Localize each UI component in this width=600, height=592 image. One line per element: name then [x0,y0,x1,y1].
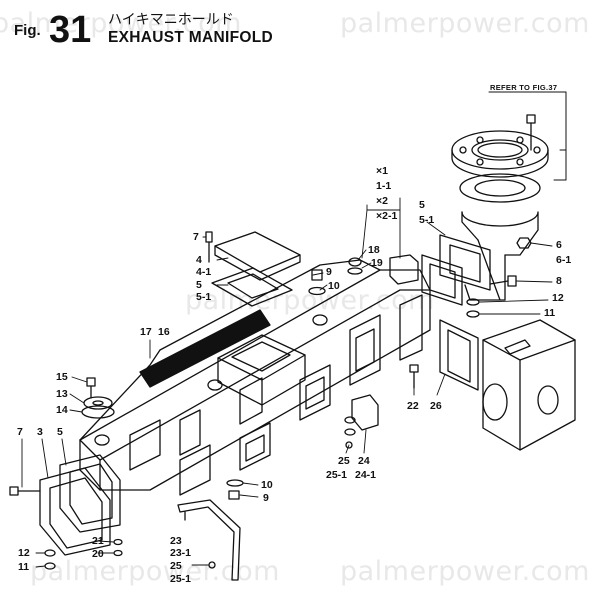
callout-x1: ×1 [376,165,388,177]
callout-22: 22 [407,400,419,412]
callout-6: 6 [556,239,562,251]
callout-24: 24 [358,455,370,467]
callout-18: 18 [368,244,380,256]
callout-5-right: 5 [419,199,425,211]
outlet-elbow [451,130,549,301]
refer-note: REFER TO FIG.37 [490,83,558,92]
figure-prefix: Fig. [14,22,41,39]
callout-x2-1: ×2-1 [376,210,398,222]
watermark-top-right: palmerpower.com [340,8,590,39]
manifold-body [79,254,431,496]
callout-13: 13 [56,388,68,400]
callout-23-1: 23-1 [170,547,192,559]
callout-8: 8 [556,275,562,287]
callout-20: 20 [92,548,104,560]
callout-15: 15 [56,371,68,383]
callout-12-right: 12 [552,292,564,304]
callout-9-bottom: 9 [263,492,269,504]
callout-11-left: 11 [18,561,30,573]
callout-26: 26 [430,400,442,412]
title-japanese: ハイキマニホールド [108,11,234,27]
callout-23: 23 [170,535,182,547]
figure-number: 31 [49,9,92,51]
watermark-top-left: palmerpower.com [0,8,242,39]
callout-25-bottom: 25 [170,560,182,572]
callout-x2: ×2 [376,195,388,207]
callout-9-top: 9 [326,266,332,278]
callout-5-left: 5 [57,426,63,438]
callout-17: 17 [140,326,152,338]
callout-7-top: 7 [193,231,199,243]
callout-12-left: 12 [18,547,30,559]
callout-10-bottom: 10 [261,479,273,491]
callout-19: 19 [371,257,383,269]
callout-4: 4 [196,254,202,266]
nameplate [139,309,271,388]
callout-10-top: 10 [328,280,340,292]
callout-5-1-top: 5-1 [196,291,212,303]
title-english: EXHAUST MANIFOLD [108,29,273,46]
callout-16: 16 [158,326,170,338]
callout-1-1: 1-1 [376,180,392,192]
callout-6-1: 6-1 [556,254,572,266]
callout-24-1: 24-1 [355,469,377,481]
callout-21: 21 [92,535,104,547]
callout-25-mid: 25 [338,455,350,467]
callout-7-left: 7 [17,426,23,438]
callout-25-1-bottom: 25-1 [170,573,192,585]
callout-4-1: 4-1 [196,266,212,278]
callout-25-1-mid: 25-1 [326,469,348,481]
watermark-bottom-right: palmerpower.com [340,556,590,587]
callout-11-right: 11 [544,307,556,319]
callout-3: 3 [37,426,43,438]
callout-14: 14 [56,404,68,416]
callout-5-1-right: 5-1 [419,214,435,226]
callout-5-top: 5 [196,279,202,291]
side-tank [482,319,576,451]
